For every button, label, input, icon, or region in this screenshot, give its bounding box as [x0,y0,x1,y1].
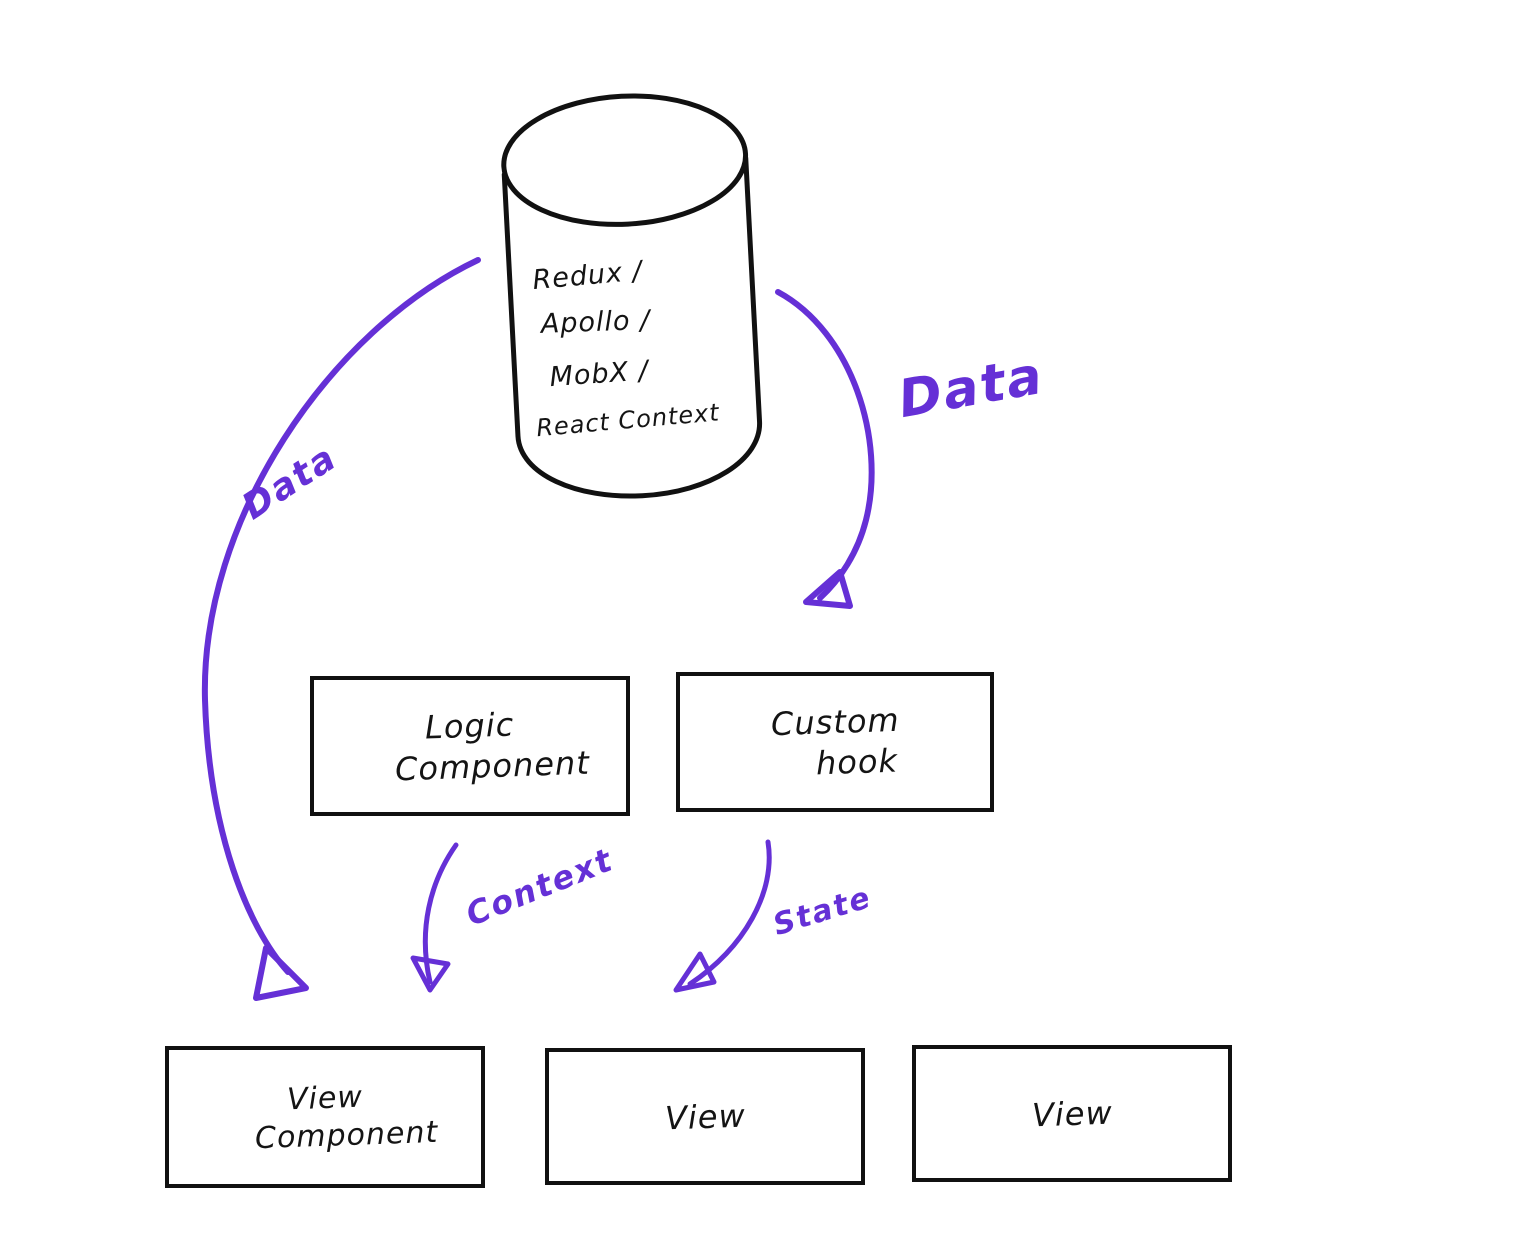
view-label: View [1031,1093,1113,1134]
custom-hook-label: Custom [770,700,900,744]
arrow-data-left [201,257,481,1001]
view-box: View [912,1045,1232,1182]
custom-hook-box: Custom hook [676,672,994,812]
arrow-data-right [775,289,875,609]
logic-component-label: Component [394,743,590,789]
view-label: View [664,1096,746,1137]
logic-component-box: Logic Component [310,676,630,816]
view-box: View [545,1048,865,1185]
logic-component-label: Logic [424,705,516,747]
arrow-context [410,842,459,993]
view-component-box: View Component [165,1046,485,1188]
datastore-cylinder-shape [501,93,763,499]
arrow-state [673,839,772,993]
view-component-label: Component [254,1114,440,1157]
datastore-label: Redux / Apollo / MobX / React Context [531,240,771,446]
view-component-label: View [286,1079,364,1118]
custom-hook-label: hook [815,741,899,783]
